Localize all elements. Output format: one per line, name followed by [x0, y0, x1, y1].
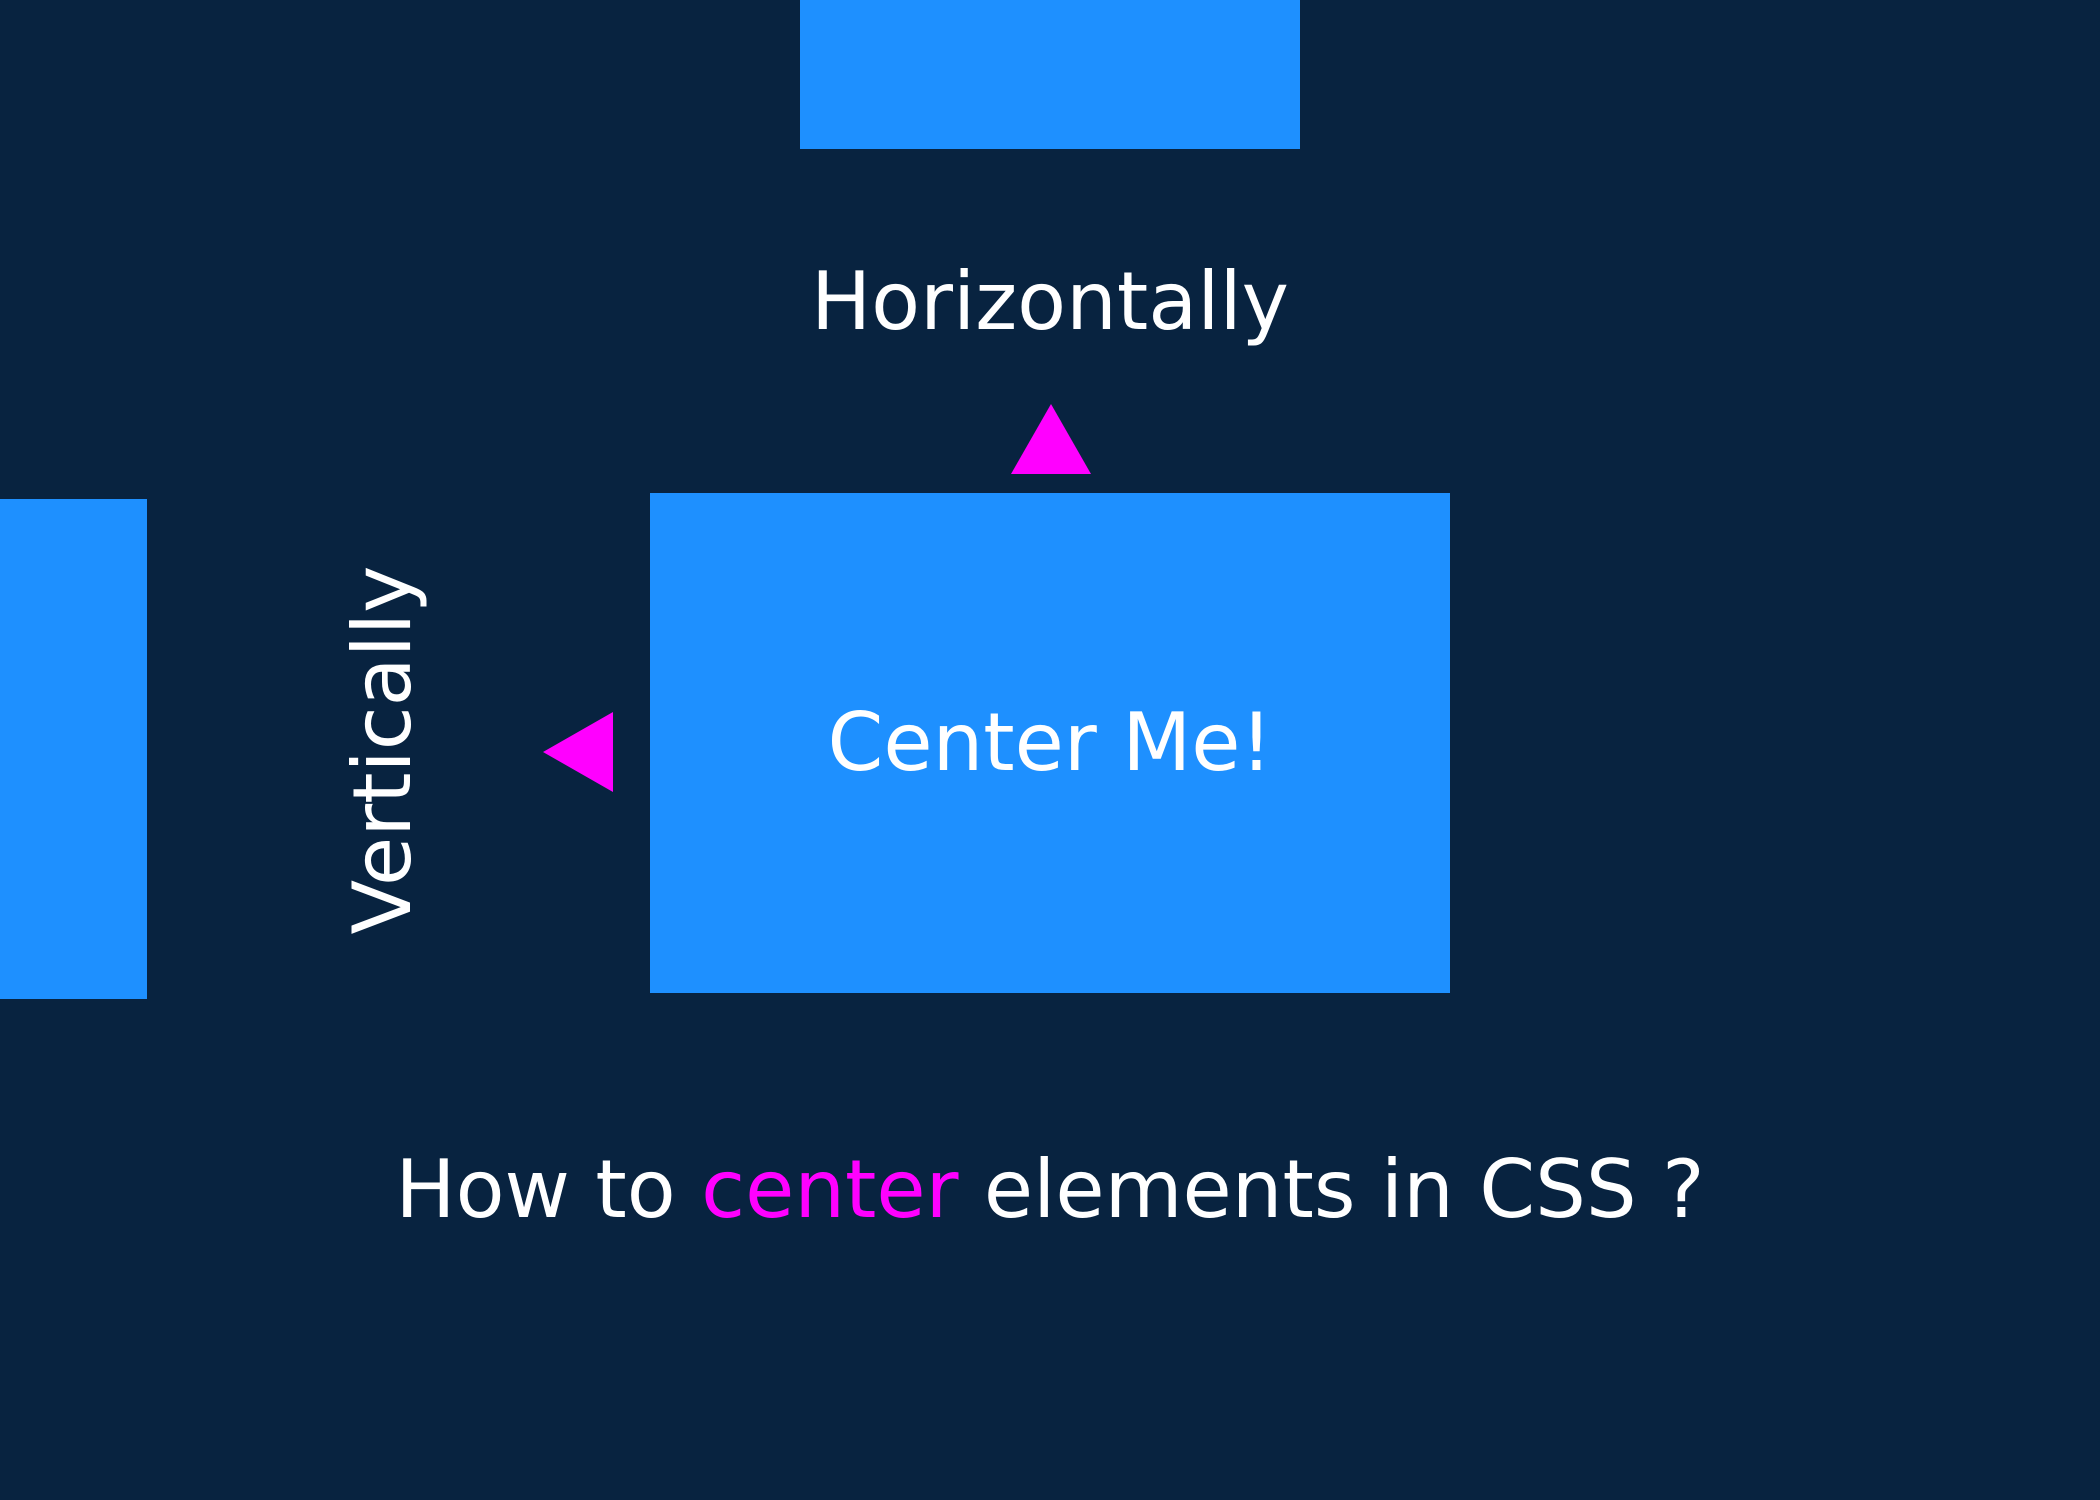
caption-after: elements in CSS ? — [958, 1143, 1705, 1236]
arrow-left-icon — [543, 712, 613, 792]
caption-before: How to — [395, 1143, 702, 1236]
center-label: Center Me! — [827, 696, 1273, 789]
left-block — [0, 499, 147, 999]
horizontal-label: Horizontally — [810, 255, 1290, 348]
top-block — [800, 0, 1300, 149]
arrow-up-icon — [1011, 404, 1091, 474]
vertical-label-text: Vertically — [336, 565, 429, 935]
caption-highlight: center — [701, 1143, 959, 1236]
caption: How to center elements in CSS ? — [0, 1150, 2100, 1230]
center-block: Center Me! — [650, 493, 1450, 993]
